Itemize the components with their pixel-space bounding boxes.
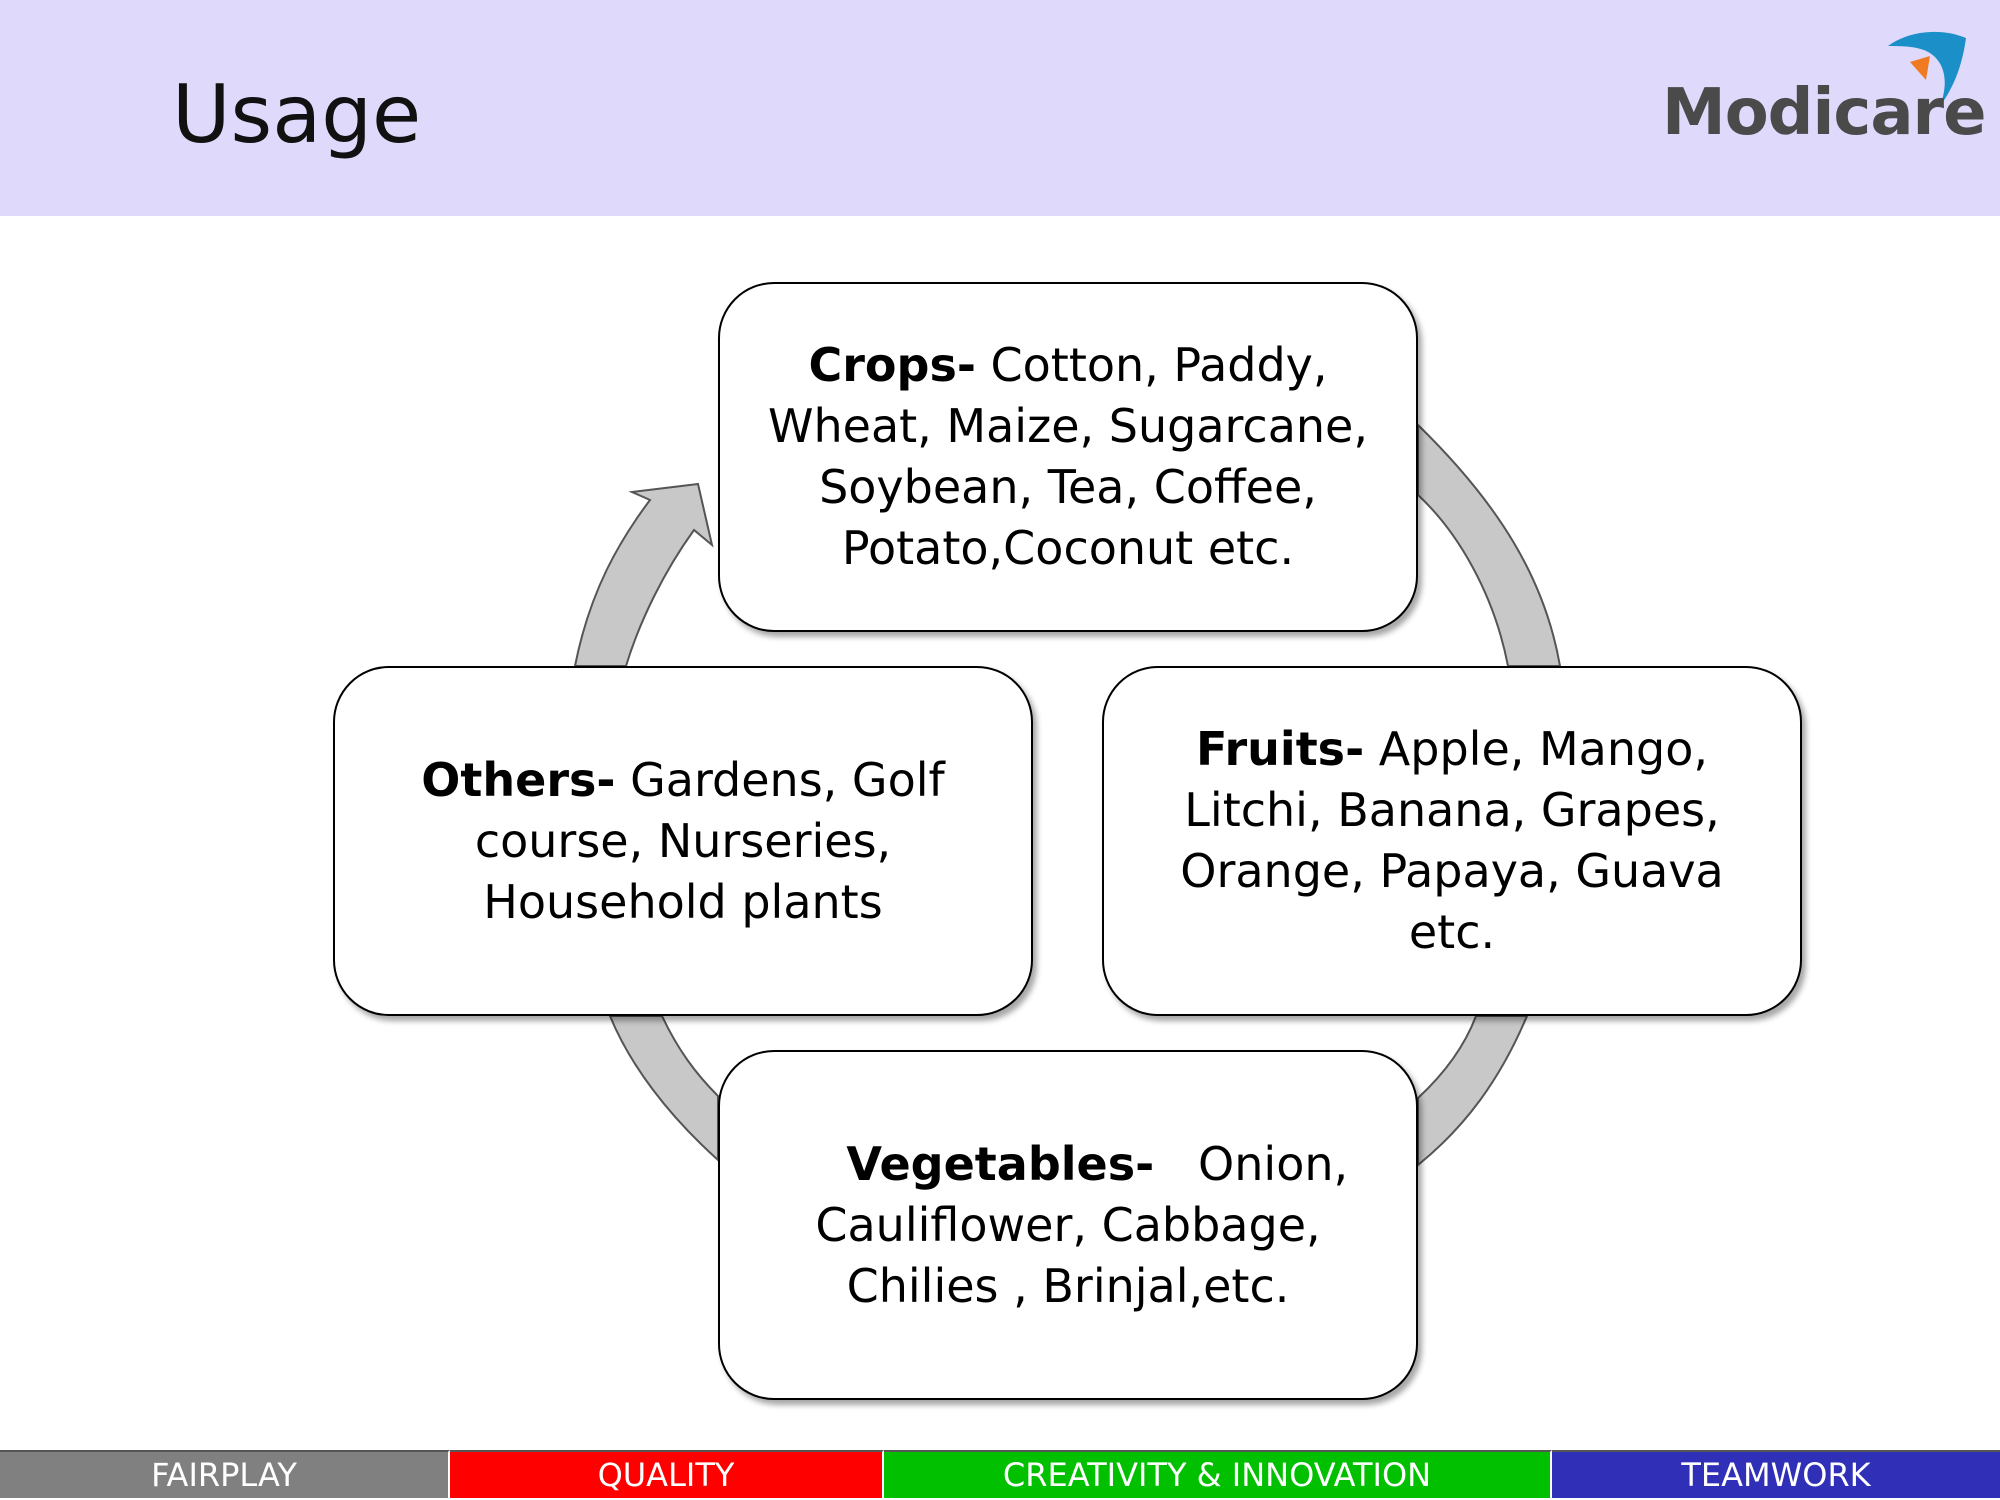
- node-heading: Crops-: [808, 338, 976, 392]
- slide-title: Usage: [172, 68, 422, 161]
- arrow-segment-fruits-vegetables: [1417, 1015, 1529, 1168]
- node-body: Gardens, Golf course, Nurseries, Househo…: [474, 752, 945, 929]
- node-heading: Vegetables-: [846, 1136, 1155, 1191]
- footer-label: QUALITY: [597, 1456, 735, 1494]
- arrow-segment-others-crops: [573, 482, 714, 667]
- node-text-fruits: Fruits- Apple, Mango, Litchi, Banana, Gr…: [1144, 719, 1760, 963]
- values-footer: FAIRPLAY QUALITY CREATIVITY & INNOVATION…: [0, 1450, 2000, 1500]
- arrow-segment-vegetables-others: [608, 1015, 719, 1163]
- logo-swoosh-icon: [1888, 31, 1966, 106]
- node-heading: Others-: [421, 752, 616, 807]
- cycle-node-fruits: Fruits- Apple, Mango, Litchi, Banana, Gr…: [1102, 666, 1802, 1016]
- node-text-crops: Crops- Cotton, Paddy, Wheat, Maize, Suga…: [760, 335, 1376, 579]
- footer-label: CREATIVITY & INNOVATION: [1002, 1456, 1432, 1494]
- cycle-node-vegetables: Vegetables- Onion, Cauliflower, Cabbage,…: [718, 1050, 1418, 1400]
- node-body: Cotton, Paddy, Wheat, Maize, Sugarcane, …: [768, 338, 1368, 575]
- footer-creativity-innovation: CREATIVITY & INNOVATION: [884, 1450, 1552, 1498]
- node-heading: Fruits-: [1196, 722, 1365, 776]
- node-body: Onion, Cauliflower, Cabbage, Chilies , B…: [815, 1136, 1363, 1313]
- footer-fairplay: FAIRPLAY: [0, 1450, 450, 1498]
- node-text-vegetables: Vegetables- Onion, Cauliflower, Cabbage,…: [760, 1073, 1376, 1378]
- node-text-others: Others- Gardens, Golf course, Nurseries,…: [375, 750, 991, 933]
- modicare-logo: Modicare: [1662, 28, 1986, 150]
- cycle-node-others: Others- Gardens, Golf course, Nurseries,…: [333, 666, 1033, 1016]
- node-body: Apple, Mango, Litchi, Banana, Grapes, Or…: [1180, 722, 1724, 959]
- footer-teamwork: TEAMWORK: [1552, 1450, 2000, 1498]
- footer-label: TEAMWORK: [1681, 1456, 1871, 1494]
- footer-quality: QUALITY: [450, 1450, 884, 1498]
- footer-label: FAIRPLAY: [151, 1456, 297, 1494]
- header-band: Usage Modicare: [0, 0, 2000, 216]
- logo-wordmark: Modicare: [1662, 76, 1986, 150]
- cycle-node-crops: Crops- Cotton, Paddy, Wheat, Maize, Suga…: [718, 282, 1418, 632]
- arrow-segment-crops-fruits: [1417, 422, 1562, 667]
